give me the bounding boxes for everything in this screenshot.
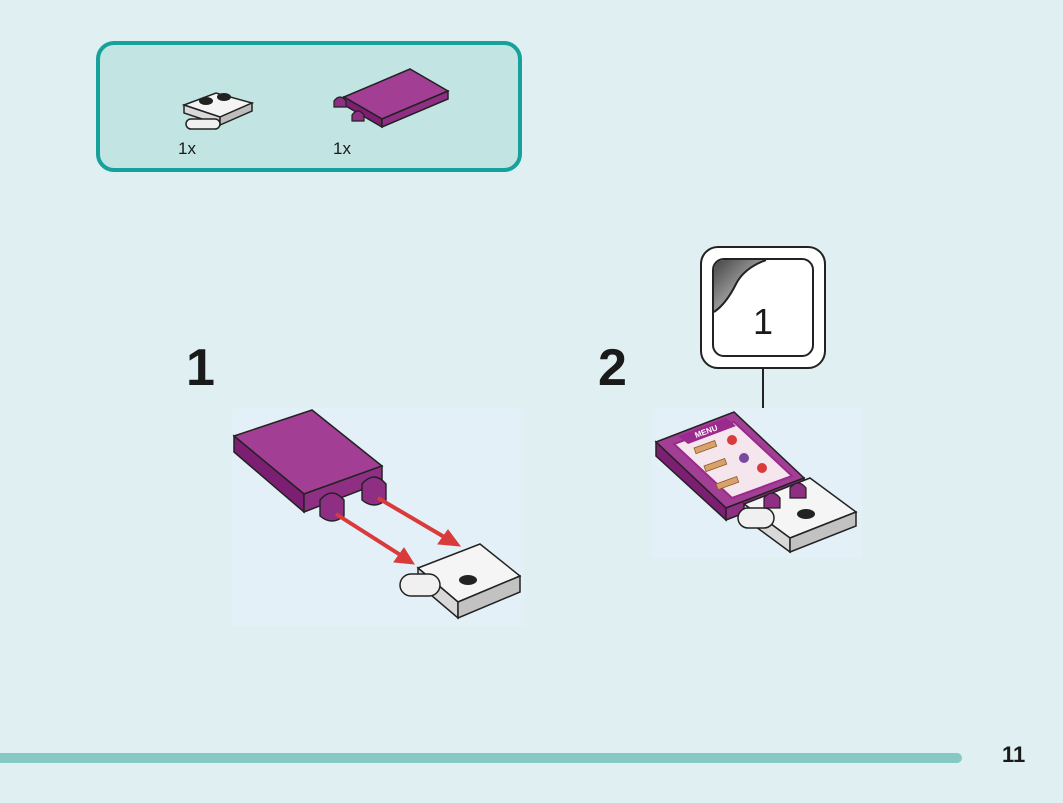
white-plate-icon <box>737 477 858 554</box>
parts-list-box: 1x 1x <box>96 41 522 172</box>
white-plate-icon <box>399 543 522 620</box>
progress-bar <box>0 753 962 763</box>
callout-pointer <box>762 369 764 443</box>
step-number: 2 <box>598 339 627 397</box>
purple-tile-with-clips-icon <box>333 68 450 129</box>
part-quantity: 1x <box>333 139 351 158</box>
step-number: 1 <box>186 339 215 397</box>
step-2-illustration: MENU <box>654 411 858 554</box>
sticker-number: 1 <box>752 301 774 342</box>
page-number: 11 <box>1002 742 1026 767</box>
part-quantity: 1x <box>178 139 196 158</box>
assembly-arrow-icon <box>334 496 462 565</box>
peel-corner-icon <box>714 260 767 313</box>
white-plate-with-clip-icon <box>181 92 255 130</box>
sticker-callout: 1 <box>700 246 826 369</box>
purple-tile-icon <box>232 409 387 522</box>
sticker-icon: 1 <box>712 258 814 357</box>
step-1-illustration <box>232 409 522 620</box>
